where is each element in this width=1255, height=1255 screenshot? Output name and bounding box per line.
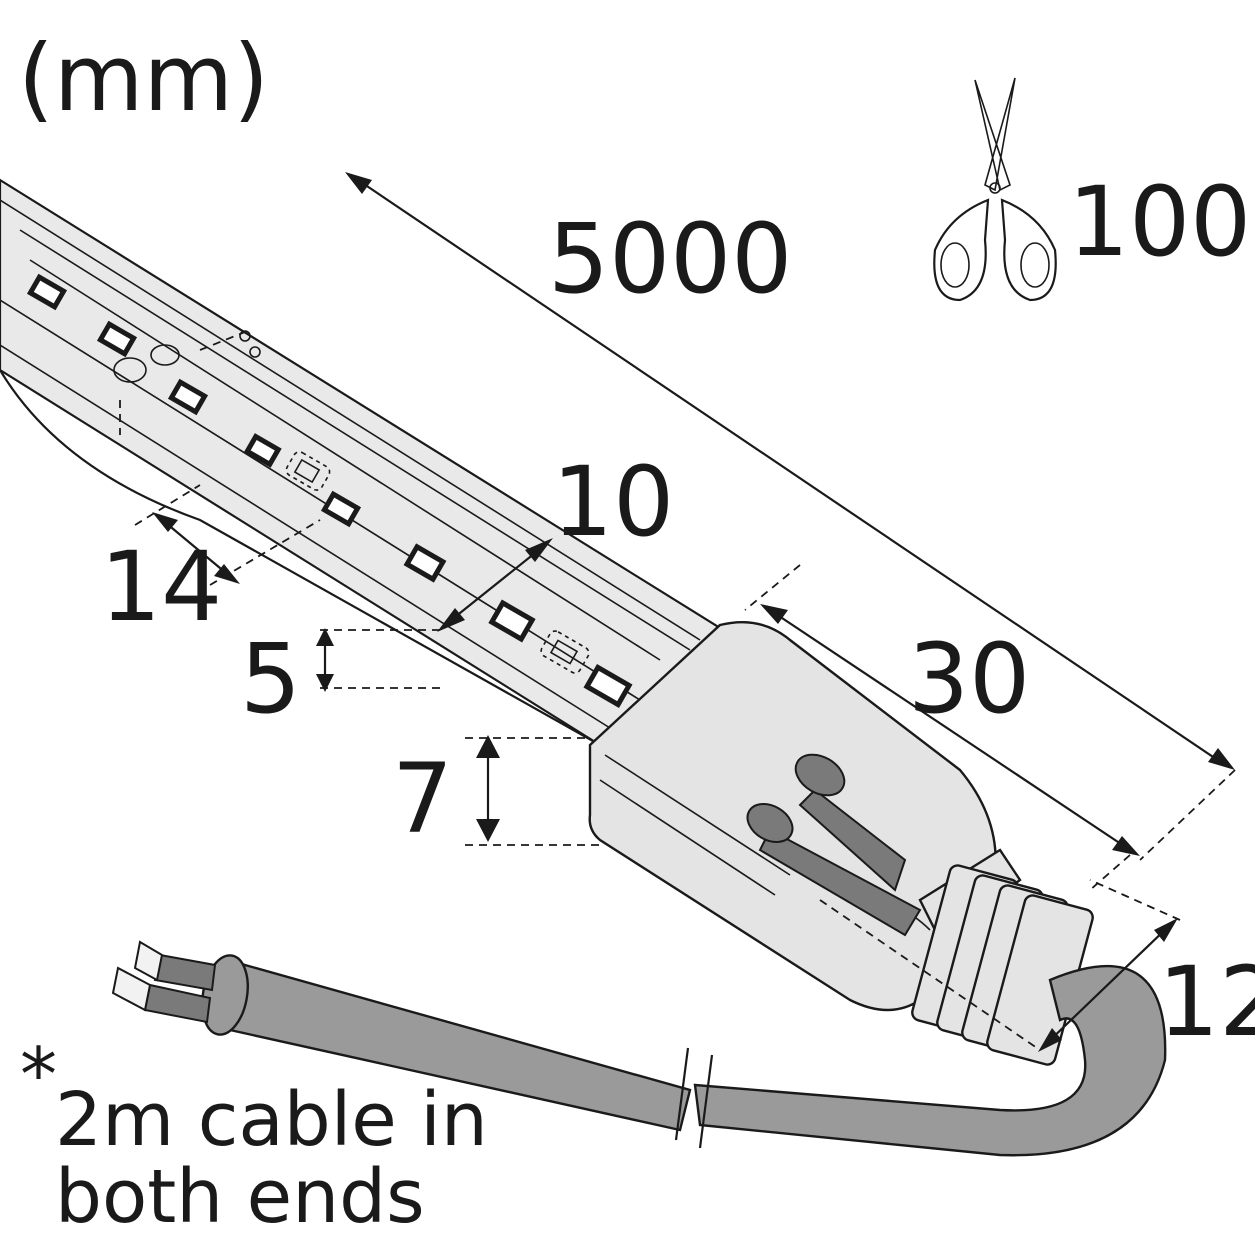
width-label: 14 [100,531,222,643]
led-chip [243,433,282,468]
length-label: 5000 [548,203,792,315]
led-pitch-label: 10 [552,446,674,558]
led-chip [488,599,536,643]
cut-mark [113,329,261,435]
cap-length-label: 30 [908,623,1030,735]
led-chip [96,320,138,358]
scissors-icon [933,77,1057,302]
cable-diameter-label: 12 [1158,946,1255,1058]
led-chip [320,490,362,528]
power-cable [111,940,1167,1157]
footnote-line-1: 2m cable in [55,1077,488,1163]
footnote-line-2: both ends [55,1154,425,1240]
cut-interval-label: 100 [1068,166,1251,278]
dimension-lines [134,172,1236,1052]
end-cap [588,621,997,1012]
led-chip [167,378,209,416]
unit-label: (mm) [18,25,269,132]
led-chip [26,273,68,311]
strip-thickness-label: 5 [240,623,301,735]
led-strip [0,178,722,747]
led-chip [583,664,633,708]
led-chip [403,543,447,583]
cable-grommet [911,848,1094,1066]
cap-height-label: 7 [392,743,453,855]
led-chips [26,273,633,708]
footnote-marker: * [20,1032,57,1118]
